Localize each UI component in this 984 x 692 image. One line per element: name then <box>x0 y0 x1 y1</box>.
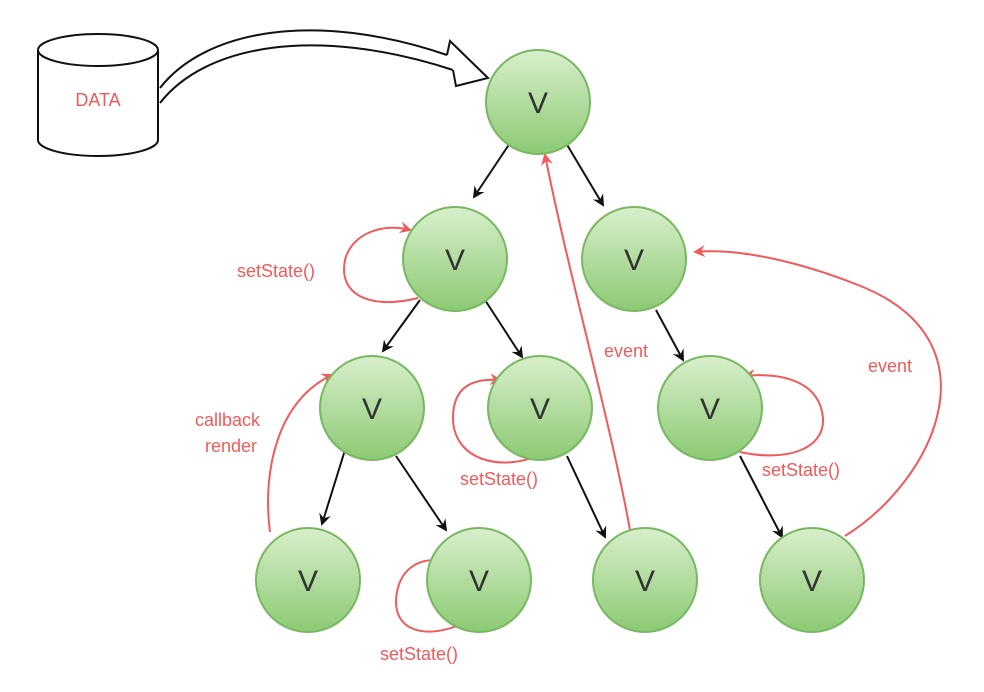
edge-l2a-l3a <box>319 449 346 526</box>
node-l1-right: V <box>581 206 687 312</box>
node-l1-right-label: V <box>624 244 644 277</box>
node-l2-c-label: V <box>700 393 720 426</box>
edge-root-left <box>472 142 511 199</box>
node-l2-a: V <box>319 355 425 461</box>
setstate-loop-l2-b <box>451 373 541 464</box>
callback-render-arrow <box>267 373 334 533</box>
node-l3-b-label: V <box>469 565 489 598</box>
node-l2-c: V <box>657 355 763 461</box>
edge-l2b-l3c <box>566 455 607 539</box>
data-flow-arrow <box>159 29 490 104</box>
setstate-loop-l3-b <box>394 553 461 633</box>
setstate-label-2: setState() <box>460 469 538 489</box>
tree-edges <box>319 142 783 539</box>
component-nodes: V V V V V V V V <box>255 49 865 633</box>
setstate-loop-l1-left <box>343 221 419 303</box>
node-l3-c: V <box>592 527 698 633</box>
setstate-label-4: setState() <box>380 644 458 664</box>
node-root: V <box>485 49 591 155</box>
edge-l1right-l2c <box>655 309 684 362</box>
node-l1-left-label: V <box>445 244 465 277</box>
data-store-body <box>37 50 159 157</box>
setstate-loop-l2-c <box>739 369 825 457</box>
event-label-2: event <box>868 356 912 376</box>
event-arrow-l3d-l1right <box>693 245 942 537</box>
data-store-top <box>37 33 159 67</box>
event-label-1: event <box>604 341 648 361</box>
edge-l2a-l3b <box>395 455 448 532</box>
node-l2-a-label: V <box>362 393 382 426</box>
node-l3-a-label: V <box>298 565 318 598</box>
edge-l2c-l3d <box>739 455 783 539</box>
event-arrow-l3c-root <box>541 153 631 531</box>
edge-l1left-l2a <box>381 299 421 353</box>
node-l1-left: V <box>402 206 508 312</box>
setstate-label-1: setState() <box>237 261 315 281</box>
node-l2-b-label: V <box>530 393 550 426</box>
callback-label-line2: render <box>205 436 257 456</box>
node-l3-d: V <box>759 527 865 633</box>
feedback-arrows <box>267 153 942 633</box>
node-l3-b: V <box>426 527 532 633</box>
edge-root-right <box>565 142 605 207</box>
node-l3-c-label: V <box>635 565 655 598</box>
node-l2-b: V <box>487 355 593 461</box>
node-l3-d-label: V <box>802 565 822 598</box>
edge-l1left-l2b <box>484 299 524 359</box>
callback-label-line1: callback <box>195 410 261 430</box>
data-store: DATA <box>37 33 159 157</box>
feedback-labels: setState() setState() setState() setStat… <box>195 261 912 664</box>
setstate-label-3: setState() <box>762 460 840 480</box>
data-store-label: DATA <box>75 90 120 110</box>
node-l3-a: V <box>255 527 361 633</box>
node-root-label: V <box>528 87 548 120</box>
